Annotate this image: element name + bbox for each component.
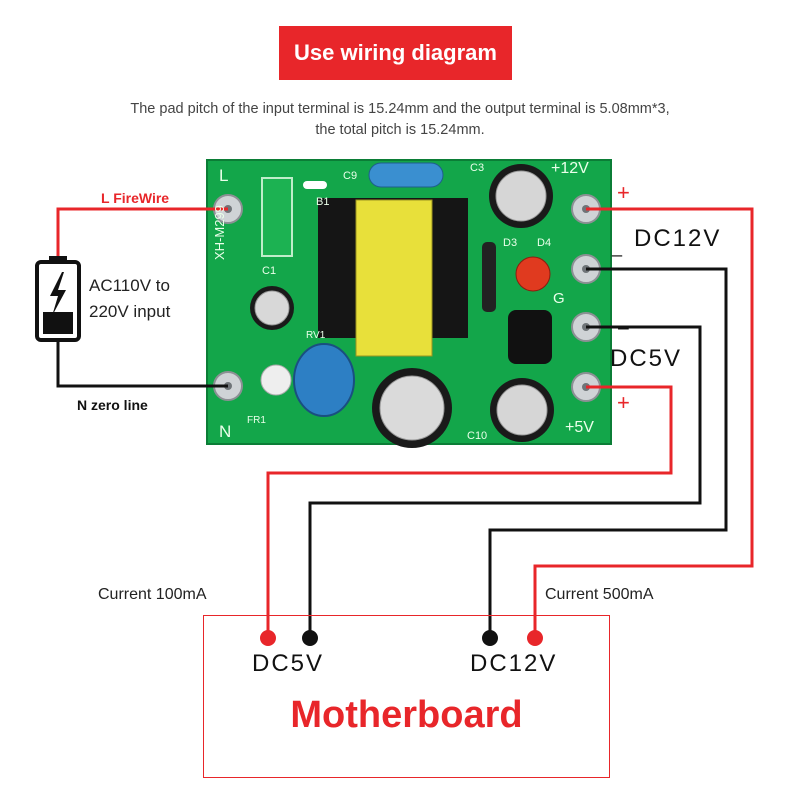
pcb-label-c3: C3: [470, 162, 485, 174]
pitch-note-line1: The pad pitch of the input terminal is 1…: [130, 101, 670, 117]
minus-12v-sign: _: [612, 237, 623, 257]
pcb-label-d4: D4: [537, 237, 552, 249]
wire-5v-plus: [266, 385, 673, 636]
wire-n-black: [56, 340, 228, 388]
plus-12v-sign: +: [617, 180, 630, 205]
wire-12v-plus: [533, 207, 754, 636]
n-zero-line-label: N zero line: [77, 397, 148, 413]
pcb-trace-1: [261, 177, 293, 257]
motherboard-box: [203, 615, 610, 778]
pcb-label-g: G: [553, 290, 565, 307]
mb-dc12v-label: DC12V: [470, 650, 558, 677]
mb-dot-12v-gnd: [482, 630, 498, 646]
pcb-label-l: L: [219, 166, 229, 185]
mb-dot-5v-plus: [260, 630, 276, 646]
transformer-bobbin: [355, 199, 433, 357]
wire-12v-gnd: [488, 267, 728, 636]
pcb-label-plus12: +12V: [551, 160, 589, 177]
diode-d3: [482, 242, 496, 312]
led-d4: [515, 256, 551, 292]
pcb-slot: [303, 181, 327, 189]
varistor: [293, 343, 355, 417]
pcb-label-model: XH-M299: [212, 205, 227, 260]
motherboard-title: Motherboard: [290, 694, 523, 736]
pcb-label-fr1: FR1: [247, 415, 266, 426]
plus-5v-sign: +: [617, 390, 630, 415]
pcb-label-plus5: +5V: [565, 419, 594, 436]
pcb-label-c9: C9: [343, 170, 358, 182]
ac-input-label-line1: AC110V to: [89, 276, 170, 295]
pcb-label-n: N: [219, 422, 232, 441]
l-firewire-label: L FireWire: [101, 190, 170, 206]
wire-l-red: [56, 207, 228, 262]
pcb-label-d3: D3: [503, 237, 518, 249]
diagram-title: Use wiring diagram: [279, 26, 512, 80]
dc12v-output-label: DC12V: [634, 225, 722, 252]
minus-5v-sign: −: [617, 316, 630, 341]
regulator: [508, 310, 552, 364]
pcb-label-c1: C1: [262, 265, 277, 277]
dc5v-output-label: DC5V: [610, 345, 683, 372]
capacitor-c9: [368, 162, 444, 188]
mb-dc5v-label: DC5V: [252, 650, 325, 677]
wire-5v-gnd: [308, 325, 702, 636]
pcb-label-c10: C10: [467, 430, 488, 442]
pcb-label-rv1: RV1: [306, 330, 326, 341]
ac-source-icon: [35, 256, 81, 342]
mb-dot-12v-plus: [527, 630, 543, 646]
current-500ma-label: Current 500mA: [545, 586, 654, 603]
current-100ma-label: Current 100mA: [98, 586, 207, 603]
ac-input-label-line2: 220V input: [89, 302, 171, 321]
pcb-label-b1: B1: [316, 196, 330, 208]
fuse-fr1: [260, 364, 292, 396]
pitch-note-line2: the total pitch is 15.24mm.: [315, 122, 485, 138]
mb-dot-5v-gnd: [302, 630, 318, 646]
